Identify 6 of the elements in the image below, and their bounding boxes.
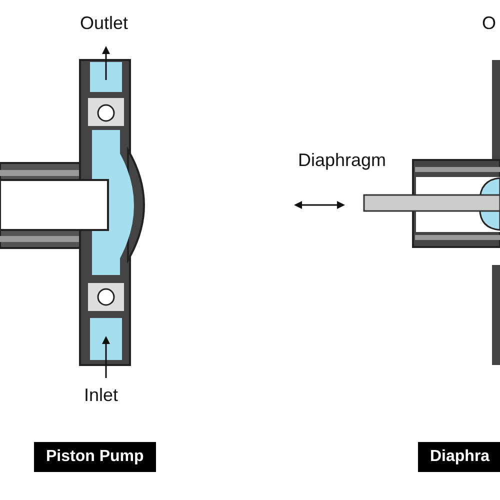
- outlet-label: Outlet: [80, 13, 128, 34]
- part-label: Diaphragm: [298, 150, 386, 171]
- title-tag: Diaphra: [418, 442, 500, 472]
- inlet-label: Inlet: [84, 385, 118, 406]
- title-tag: Piston Pump: [34, 442, 156, 472]
- outlet-label: O: [482, 13, 496, 34]
